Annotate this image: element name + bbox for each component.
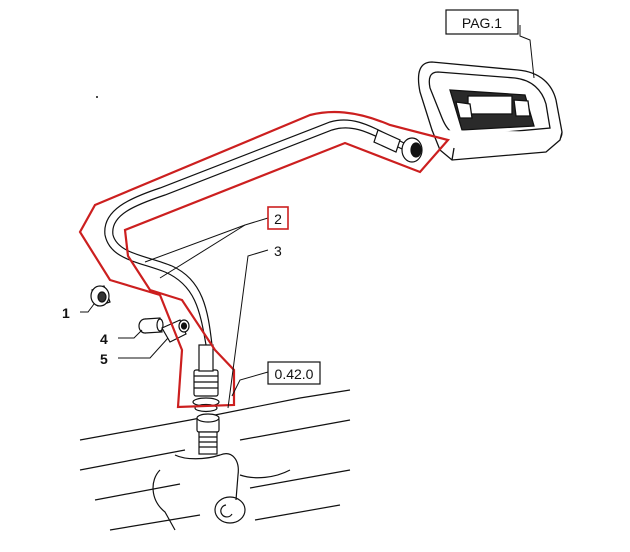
instrument-cluster <box>417 61 563 161</box>
cable-end-coupling <box>373 129 423 163</box>
part-2-label: 2 <box>274 211 282 227</box>
sender-fitting <box>196 413 220 455</box>
speedometer-cable <box>104 119 413 346</box>
leader-lines <box>80 25 535 409</box>
engine-block <box>79 389 351 531</box>
cable-gland <box>192 344 220 413</box>
callout-ref-0420: 0.42.0 <box>267 361 321 385</box>
stray-dot <box>96 96 98 98</box>
engine-boss <box>214 496 246 524</box>
callout-part-2: 2 <box>267 206 289 230</box>
highlight-outline <box>78 110 451 409</box>
ref-0420-text: 0.42.0 <box>275 366 314 382</box>
page-ref-text: PAG.1 <box>462 15 502 31</box>
part-4-clip <box>138 317 164 334</box>
part-3-label: 3 <box>274 243 282 259</box>
part-5-label: 5 <box>100 351 108 367</box>
part-1-washer <box>90 285 111 307</box>
callout-page-ref: PAG.1 <box>445 9 519 35</box>
part-4-label: 4 <box>100 331 108 347</box>
part-1-label: 1 <box>62 305 70 321</box>
